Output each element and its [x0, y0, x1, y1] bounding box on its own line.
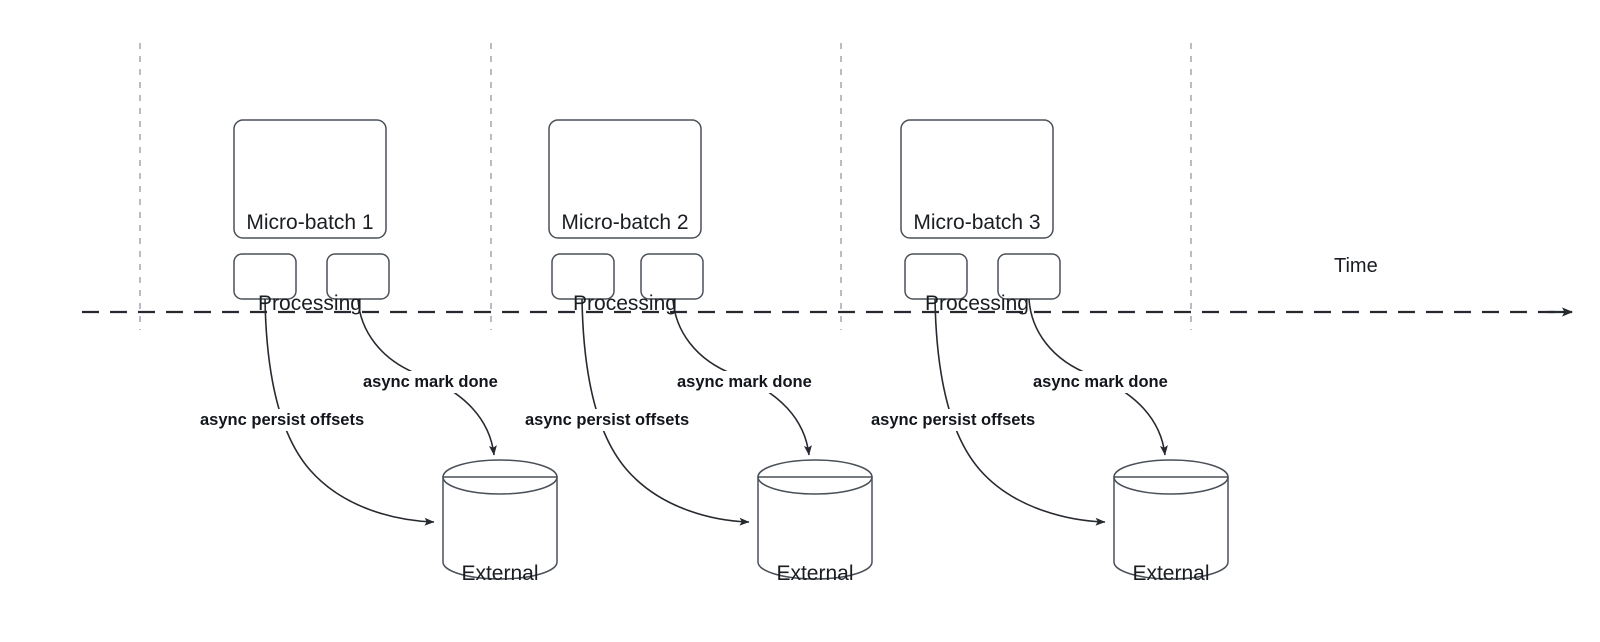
time-axis-label: Time [1334, 255, 1378, 277]
group-1-async-mark-done-label: async mark done [360, 371, 501, 393]
group-3-async-persist-offsets-edge [934, 298, 1106, 526]
group-1-task-box-left[interactable] [233, 253, 297, 300]
group-2-task-box-left[interactable] [551, 253, 615, 300]
group-3-async-mark-done-label: async mark done [1030, 371, 1171, 393]
micro-batch-2-box[interactable] [548, 119, 702, 239]
group-3-task-box-left[interactable] [904, 253, 968, 300]
group-1-shapes [233, 119, 558, 580]
group-3-external-storage-cylinder[interactable] [1113, 459, 1229, 580]
group-2-external-storage-cylinder[interactable] [757, 459, 873, 580]
group-2-async-persist-offsets-edge [581, 298, 750, 526]
group-3-shapes [900, 119, 1229, 580]
group-1-async-persist-offsets-edge [264, 298, 435, 526]
group-1-task-box-right[interactable] [326, 253, 390, 300]
group-2-shapes [548, 119, 873, 580]
micro-batch-1-box[interactable] [233, 119, 387, 239]
group-2-async-mark-done-label: async mark done [674, 371, 815, 393]
group-3-task-box-right[interactable] [997, 253, 1061, 300]
group-1-external-storage-cylinder[interactable] [442, 459, 558, 580]
group-2-async-persist-offsets-label: async persist offsets [522, 409, 693, 431]
group-1-async-persist-offsets-label: async persist offsets [197, 409, 368, 431]
group-3-async-persist-offsets-label: async persist offsets [868, 409, 1039, 431]
group-2-task-box-right[interactable] [640, 253, 704, 300]
timeline-dividers [139, 43, 1192, 330]
micro-batch-3-box[interactable] [900, 119, 1054, 239]
